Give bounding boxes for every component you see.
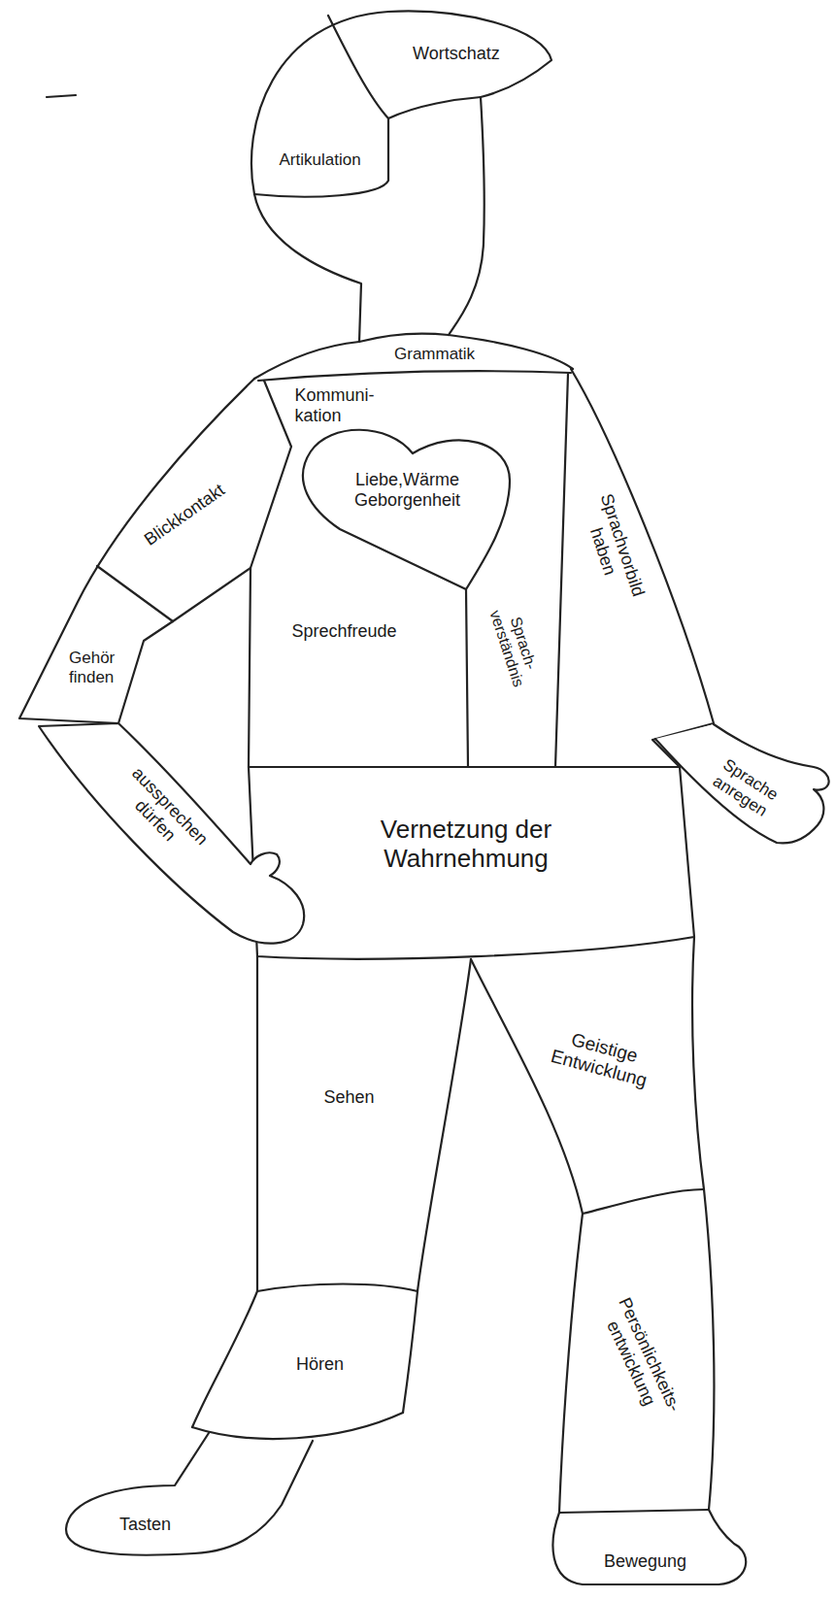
region-label: Grammatik [394,344,475,365]
left-arm-outer [19,378,255,724]
body-region: Bewegung [601,1548,690,1575]
region-label: Kommuni- kation [295,385,375,426]
collar-line [258,370,571,381]
torso-left [248,380,292,768]
face-outline [254,194,362,342]
right-arm-outer [570,368,714,768]
body-region: Sprechfreude [289,618,401,645]
tick-mark [46,95,76,98]
neckline [359,334,449,342]
region-label: Sehen [324,1087,375,1108]
region-label: Vernetzung der Wahrnehmung [362,815,571,874]
body-region: Kommuni- kation [292,382,378,429]
region-label: Geistige Entwicklung [548,1025,655,1092]
right-foot [553,1509,747,1585]
right-forearm [655,724,830,843]
left-leg-outer [192,956,258,1428]
body-region: Geistige Entwicklung [544,1021,659,1096]
torso-divider [466,589,468,768]
left-knee [257,1284,418,1293]
right-leg-inner [470,959,583,1513]
body-region: Grammatik [391,341,478,368]
shoulder-left [254,341,360,379]
body-region: Wortschatz [409,40,503,67]
right-knee [582,1189,704,1214]
region-label: Artikulation [279,150,362,170]
skirt-outline [248,767,695,960]
body-region: Sehen [321,1084,378,1111]
region-label: Persönlichkeits- entwicklung [596,1294,685,1424]
region-label: Sprechfreude [292,621,398,642]
body-region: Blickkontakt [135,475,233,554]
body-region: Liebe,Wärme Geborgenheit [351,467,464,513]
body-region: Sprachvorbild haben [572,487,652,609]
right-leg-outer [692,936,714,1510]
region-label: Sprach- verständnis [485,601,544,689]
left-forearm [38,723,304,944]
left-arm-inner [118,567,251,724]
region-label: Gehör finden [68,648,115,687]
left-leg-hem [192,1412,403,1439]
body-region: Vernetzung der Wahrnehmung [359,812,574,877]
body-region: Tasten [116,1511,174,1538]
region-label: Wortschatz [412,43,501,65]
left-arm-divider [97,566,173,622]
right-ankle [559,1509,709,1513]
body-region: Persönlichkeits- entwicklung [592,1290,689,1428]
hair-divider [328,15,389,119]
left-leg-inner [402,959,471,1413]
hair-edge [254,97,481,198]
region-label: Tasten [119,1514,171,1536]
region-label: Bewegung [603,1551,687,1572]
body-region: Hören [293,1351,347,1378]
left-foot [66,1433,313,1556]
heart-shape [302,430,510,590]
head-outline [251,11,552,335]
body-region: Sprach- verständnis [481,599,548,694]
figure-lines [19,11,830,1585]
region-label: Hören [296,1354,344,1375]
torso-right [555,373,568,768]
body-region: Gehör finden [66,645,118,690]
region-label: Liebe,Wärme Geborgenheit [354,469,461,510]
body-region: Artikulation [276,147,365,173]
